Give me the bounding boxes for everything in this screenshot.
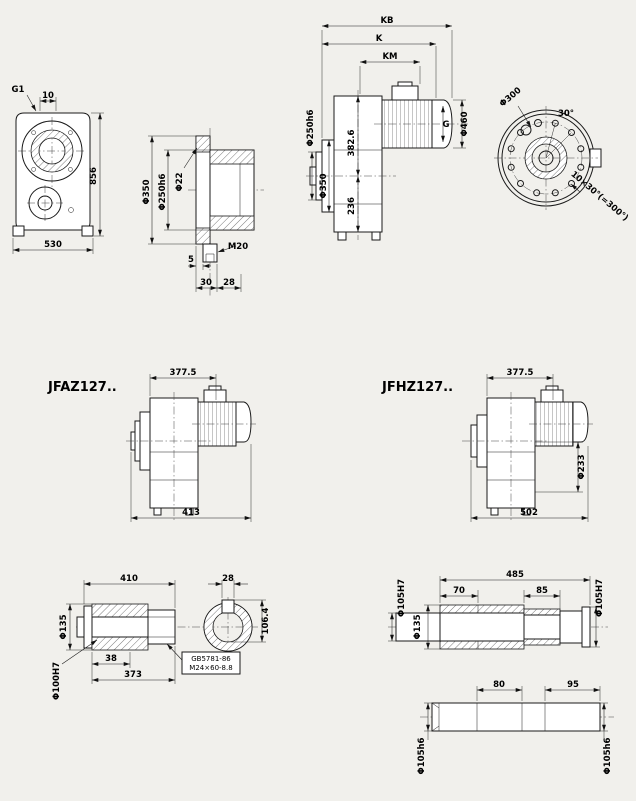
dim-70: 70 (453, 586, 465, 596)
dim-d105h6-right: Φ105h6 (603, 737, 613, 774)
view-shaft-detail: 410 28 Φ135 38 373 Φ100H7 GB5781-86 M24×… (52, 574, 271, 700)
shaft-step-section (147, 609, 176, 645)
jfhz-dim-377-5: 377.5 (507, 368, 534, 378)
dim-85: 85 (536, 586, 548, 596)
output-shaft-stub (202, 243, 218, 263)
stud-right (371, 231, 381, 241)
dim-d300: Φ300 (498, 86, 524, 110)
jfaz-terminal-box (203, 389, 227, 403)
view-jfaz127: JFAZ127.. 377.5 413 (47, 368, 256, 522)
callout-bolt-size: M24×60-8.8 (189, 664, 232, 672)
dim-d105h6-left: Φ105h6 (417, 737, 427, 774)
dim-k: K (376, 34, 383, 44)
jfaz-title: JFAZ127.. (47, 380, 117, 395)
dim-10: 10 (42, 91, 54, 101)
jfaz-fan-cover (235, 401, 252, 443)
end-plate (581, 606, 591, 648)
view-flange-face: 30° Φ300 10×30°(=300°) (494, 86, 631, 224)
jfaz-dim-413: 413 (182, 508, 200, 518)
dim-g: G (443, 120, 450, 130)
input-flange-hatch (30, 129, 74, 173)
dim-236: 236 (347, 197, 357, 215)
dim-106-4: 106.4 (261, 607, 271, 634)
view-hollow-shaft: 485 70 85 Φ105H7 Φ135 Φ105H7 80 95 Φ105h… (388, 570, 614, 774)
shaft-end-plate (83, 605, 93, 649)
dim-d250h6: Φ250h6 (158, 173, 168, 210)
dim-d105h7-right: Φ105H7 (595, 579, 605, 617)
dim-km: KM (382, 52, 397, 62)
foot-right (81, 225, 94, 237)
input-flange-circle (21, 120, 83, 182)
dim-d135-hollow: Φ135 (413, 614, 423, 639)
dim-30: 30 (200, 278, 212, 288)
jfhz-dim-502: 502 (520, 508, 538, 518)
jfhz-fan-cover (572, 401, 589, 443)
plain-shaft (431, 702, 601, 732)
jfhz-title: JFHZ127.. (381, 380, 453, 395)
dim-856: 856 (89, 167, 99, 185)
jfhz-terminal-box (540, 389, 564, 403)
dim-382-6: 382.6 (347, 129, 357, 156)
section-hatch (203, 602, 253, 652)
end-section (559, 610, 583, 644)
dim-410: 410 (120, 574, 138, 584)
dim-hole-pattern: 10×30°(=300°) (569, 170, 631, 224)
dim-d460: Φ460 (460, 111, 470, 136)
view-jfhz127: JFHZ127.. 377.5 502 Φ233 (381, 368, 593, 522)
view-front-housing: G1 10 856 530 (12, 85, 104, 254)
dim-30deg: 30° (558, 109, 574, 119)
dim-kb: KB (380, 16, 393, 26)
dim-d135: Φ135 (59, 614, 69, 639)
dim-d350-side: Φ350 (319, 173, 329, 198)
dim-28-key: 28 (222, 574, 234, 584)
jfaz-dim-377-5: 377.5 (170, 368, 197, 378)
dim-485: 485 (506, 570, 524, 580)
view-output-flange-section: Φ350 Φ250h6 Φ22 5 30 28 M20 (142, 128, 264, 296)
dim-28: 28 (223, 278, 235, 288)
jfhz-dim-d233: Φ233 (577, 454, 587, 479)
dim-d250h6-side: Φ250h6 (306, 109, 316, 146)
dim-80: 80 (493, 680, 505, 690)
dim-d105h7-left: Φ105H7 (397, 579, 407, 617)
dim-5: 5 (188, 255, 194, 265)
callout-standard: GB5781-86 (191, 655, 231, 663)
dim-d22: Φ22 (175, 172, 185, 191)
view-side-gearmotor: KB K KM Φ250h6 Φ350 382.6 236 G Φ460 (306, 16, 470, 241)
dim-38: 38 (105, 654, 117, 664)
dim-373: 373 (124, 670, 142, 680)
terminal-box (391, 85, 419, 101)
output-bore-circle (28, 186, 62, 220)
dim-95: 95 (567, 680, 579, 690)
dim-530: 530 (44, 240, 62, 250)
foot-left (12, 225, 25, 237)
dim-g1: G1 (12, 85, 25, 95)
keyway-slot (221, 599, 235, 614)
dim-d100h7: Φ100H7 (52, 662, 62, 700)
retaining-bolt-head (76, 616, 85, 638)
dim-d350: Φ350 (142, 179, 152, 204)
stud-left (337, 231, 347, 241)
bolt-circle (509, 121, 583, 195)
bolt-callout-box (181, 651, 241, 675)
dim-m20: M20 (228, 242, 248, 252)
